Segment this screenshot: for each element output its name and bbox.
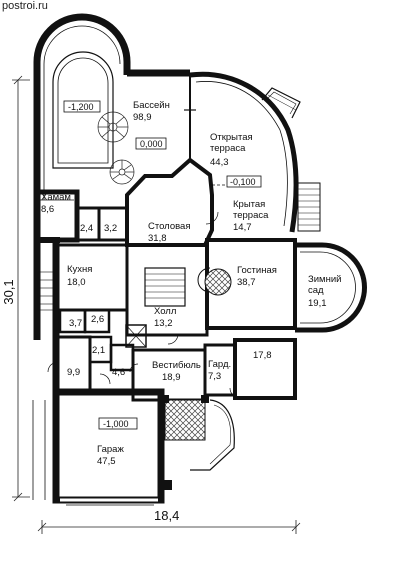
room-s99-area: 9,9 [67, 367, 80, 378]
room-small-a-area: 2,4 [80, 223, 93, 234]
room-pool-area: 98,9 [133, 112, 152, 123]
room-s21-area: 2,1 [92, 345, 105, 356]
room-hall-area: 13,2 [154, 318, 173, 329]
fireplace [204, 268, 232, 296]
room-vestibule-name: Вестибюль [152, 360, 201, 371]
room-covered-terrace-area: 14,7 [233, 222, 252, 233]
side-steps [32, 271, 55, 500]
level-garage: -1,000 [103, 419, 129, 429]
depth-dimension [12, 75, 30, 502]
entrance-porch [161, 395, 235, 490]
level-pool-hall: 0,000 [140, 139, 163, 149]
level-terrace: -0,100 [230, 177, 256, 187]
room-wardrobe-area: 7,3 [208, 371, 221, 382]
room-kitchen-area: 18,0 [67, 277, 86, 288]
room-pool-name: Бассейн [133, 100, 170, 111]
room-hall-name: Холл [154, 306, 176, 317]
room-dining-name: Столовая [148, 221, 190, 232]
room-s37-area: 3,7 [69, 318, 82, 329]
pool-walls [33, 13, 135, 200]
width-dimension-label: 18,4 [154, 508, 179, 523]
room-winter-garden-area: 19,1 [308, 298, 327, 309]
main-walls [33, 157, 367, 506]
terrace-walls [127, 69, 321, 233]
door-swings [47, 211, 241, 399]
room-living-area: 38,7 [237, 277, 256, 288]
room-wardrobe-name: Гард. [208, 359, 231, 370]
room-garage-name: Гараж [97, 444, 124, 455]
room-dining-area: 31,8 [148, 233, 167, 244]
room-small-b-area: 3,2 [104, 223, 117, 234]
room-hamam-area: 8,6 [41, 204, 54, 215]
room-s26-area: 2,6 [91, 314, 104, 325]
site-watermark: postroi.ru [2, 0, 48, 12]
room-vestibule-area: 18,9 [162, 372, 181, 383]
room-r178-area: 17,8 [253, 350, 272, 361]
spiral-stair [97, 111, 135, 185]
depth-dimension-label: 30,1 [1, 279, 16, 304]
width-dimension [37, 520, 301, 534]
room-s46-area: 4,6 [112, 367, 125, 378]
level-pool: -1,200 [68, 102, 94, 112]
room-open-terrace-area: 44,3 [210, 157, 229, 168]
room-hamam-name: Хамам [41, 192, 71, 203]
room-garage-area: 47,5 [97, 456, 116, 467]
room-living-name: Гостиная [237, 265, 277, 276]
room-kitchen-name: Кухня [67, 264, 92, 275]
